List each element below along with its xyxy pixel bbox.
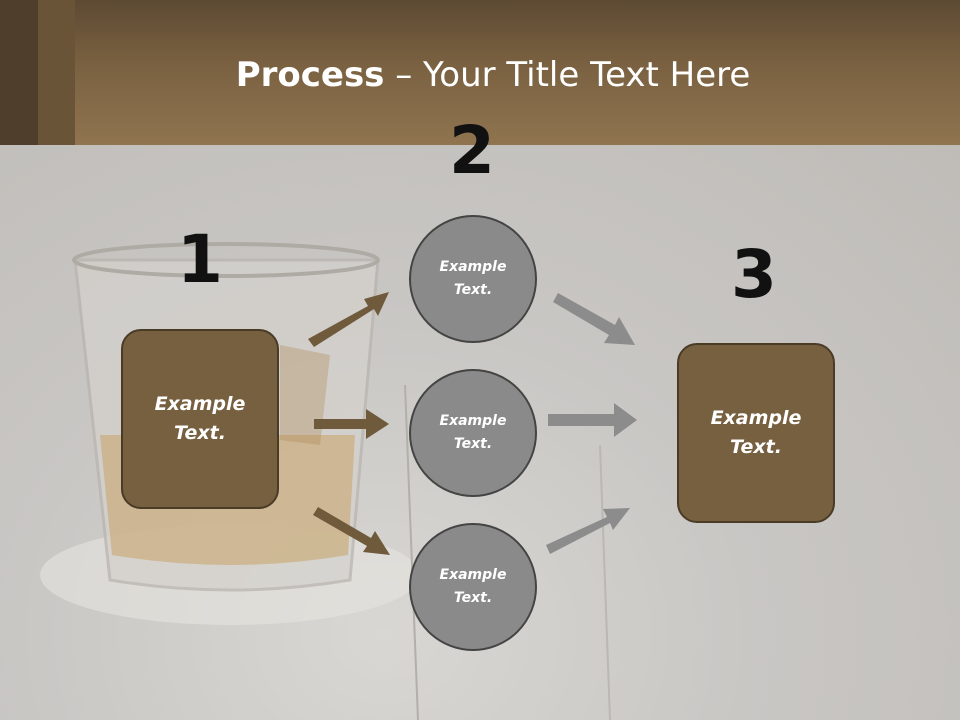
circle-bottom-text: Example Text. — [439, 567, 507, 606]
title-banner — [0, 0, 960, 145]
circle-middle-text: Example Text. — [439, 413, 507, 452]
banner-stripe-mid — [38, 0, 75, 145]
step-2-circle-top: Example Text. — [409, 215, 537, 343]
arrow-brown-down — [313, 507, 390, 555]
arrow-brown-up — [308, 292, 389, 347]
title-rest-part: – Your Title Text Here — [384, 55, 751, 95]
banner-stripe-dark — [0, 0, 38, 145]
circle-top-text: Example Text. — [439, 259, 507, 298]
arrow-gray-down — [553, 293, 635, 345]
step-3-text: Example Text. — [710, 407, 802, 458]
title-bold-part: Process — [235, 55, 385, 95]
step-1-box: Example Text. — [121, 329, 279, 509]
arrow-gray-up — [546, 508, 630, 554]
step-number-1: 1 — [177, 221, 223, 298]
step-number-3: 3 — [731, 236, 777, 313]
step-3-box: Example Text. — [677, 343, 835, 523]
step-1-text: Example Text. — [154, 393, 246, 444]
arrow-gray-right — [548, 403, 637, 437]
step-number-2: 2 — [449, 112, 495, 189]
arrow-brown-right — [314, 409, 389, 439]
step-2-circle-middle: Example Text. — [409, 369, 537, 497]
slide-title: Process – Your Title Text Here — [0, 52, 960, 98]
step-2-circle-bottom: Example Text. — [409, 523, 537, 651]
